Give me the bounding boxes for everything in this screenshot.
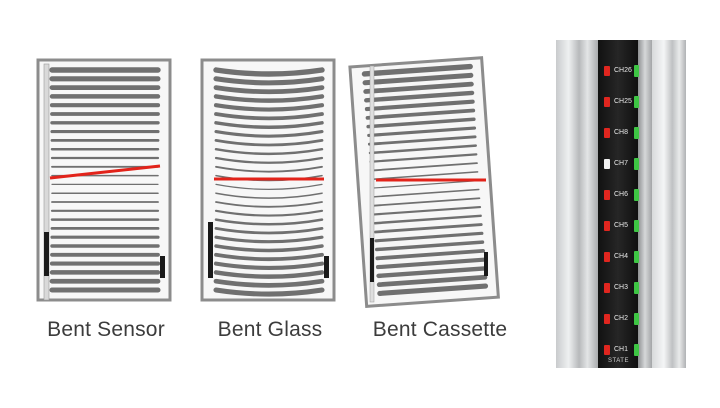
emitter-window [208, 222, 213, 278]
receiver-window [484, 252, 488, 276]
receiver-window [324, 256, 329, 278]
power-led-icon [634, 313, 639, 325]
power-led-icon [634, 344, 639, 356]
power-led-icon [634, 251, 639, 263]
channel-ch25: CH25 [604, 95, 644, 109]
channel-label: CH5 [614, 221, 628, 231]
channel-ch5: CH5 [604, 219, 644, 233]
channel-ch26: CH26 [604, 64, 644, 78]
power-led-icon [634, 189, 639, 201]
bent-cassette-illustration [356, 52, 494, 302]
power-led-icon [634, 282, 639, 294]
bent-glass-illustration [200, 52, 338, 302]
channel-label: CH25 [614, 97, 632, 107]
bent-cassette-diagram [356, 52, 494, 302]
status-led-icon [604, 314, 610, 324]
state-label: STATE [608, 358, 629, 364]
power-led-icon [634, 127, 639, 139]
bent-glass-caption: Bent Glass [180, 318, 360, 342]
status-led-icon [604, 221, 610, 231]
status-led-icon [604, 345, 610, 355]
channel-ch2: CH2 [604, 312, 644, 326]
status-led-icon [604, 97, 610, 107]
bent-sensor-caption: Bent Sensor [16, 318, 196, 342]
channel-ch7: CH7 [604, 157, 644, 171]
channel-ch1: CH1 [604, 343, 644, 357]
channel-label: CH4 [614, 252, 628, 262]
power-led-icon [634, 65, 639, 77]
status-led-icon [604, 66, 610, 76]
receiver-window [160, 256, 165, 278]
channel-label: CH2 [614, 314, 628, 324]
emitter-window [44, 232, 49, 276]
status-led-icon [604, 159, 610, 169]
channel-label: CH26 [614, 66, 632, 76]
channel-label: CH1 [614, 345, 628, 355]
power-led-icon [634, 158, 639, 170]
bent-glass-diagram [200, 52, 338, 302]
power-led-icon [634, 220, 639, 232]
emitter-window [370, 238, 374, 282]
status-led-icon [604, 190, 610, 200]
bent-cassette-caption: Bent Cassette [350, 318, 530, 342]
status-led-icon [604, 128, 610, 138]
channel-ch6: CH6 [604, 188, 644, 202]
channel-ch8: CH8 [604, 126, 644, 140]
channel-label: CH8 [614, 128, 628, 138]
status-led-icon [604, 283, 610, 293]
channel-label: CH6 [614, 190, 628, 200]
aluminum-rail-left [556, 40, 598, 368]
aluminum-rail-right [652, 40, 686, 368]
power-led-icon [634, 96, 639, 108]
channel-ch3: CH3 [604, 281, 644, 295]
bent-sensor-illustration [36, 52, 174, 302]
channel-ch4: CH4 [604, 250, 644, 264]
bent-sensor-diagram [36, 52, 174, 302]
channel-label: CH7 [614, 159, 628, 169]
channel-label: CH3 [614, 283, 628, 293]
status-led-icon [604, 252, 610, 262]
